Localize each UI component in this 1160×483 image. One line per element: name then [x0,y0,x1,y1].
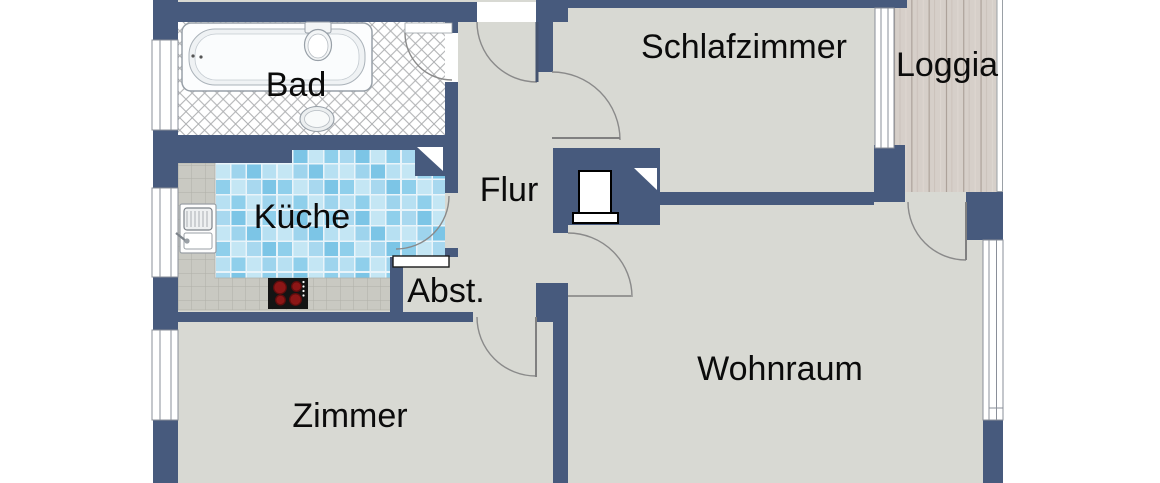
service-symbols [417,147,657,224]
door-loggia [907,201,967,261]
door-schlafzimmer [551,71,621,141]
room-label-bad: Bad [266,66,327,104]
door-leaf [392,255,450,268]
wall-top-schlafzimmer [553,0,878,8]
wall-bad-kueche-thick [153,150,292,163]
loggia-wood-floor [894,8,998,192]
wall-flur-wohnraum-stub [553,225,568,233]
wall-schlafzimmer-wohnraum [660,192,874,205]
room-label-zimmer: Zimmer [292,397,407,435]
tub-drain-icon [199,55,203,59]
wall-top-bad-flur [153,2,477,22]
window-zimmer [151,329,179,421]
door-zimmer [476,316,537,377]
washbasin [299,105,335,133]
fixtures [175,21,373,309]
loggia-railing [996,0,1003,192]
wall-top-loggia-stub [873,0,907,8]
ventilation-shaft-base [572,212,619,224]
shaft-triangle-icon [634,168,657,190]
room-labels: Bad Küche Flur Abst. Zimmer Schlafzimmer… [254,28,998,435]
kitchen-sink [175,203,217,254]
wall-bad-kueche-right [445,82,458,193]
wall-kueche-right-lower [445,248,458,257]
wall-loggia-block-right [966,192,1003,240]
shaft-triangle-icon [417,147,443,171]
kueche-mosaic-floor [215,150,445,278]
window-schlafzimmer-loggia [874,7,895,149]
stove-knobs-icon [302,280,305,297]
window-bad [151,39,179,131]
stove [268,278,308,309]
wall-flur-schlafzimmer [536,22,553,72]
room-label-abst: Abst. [407,272,484,310]
doors [392,2,967,377]
room-label-schlafzimmer: Schlafzimmer [641,28,847,66]
room-label-kueche: Küche [254,198,350,236]
room-label-loggia: Loggia [896,46,998,84]
faucet-base-icon [184,238,190,244]
room-label-wohnraum: Wohnraum [697,350,863,388]
door-entrance [476,2,539,83]
door-bad [404,22,458,82]
windows [151,0,1004,421]
loggia-wood-top [907,0,998,10]
wall-loggia-block-left [874,145,905,202]
wall-zimmer-top [153,312,473,322]
wall-abst-left [390,257,403,322]
wall-zimmer-door-block [536,283,568,322]
door-wohnraum [567,232,633,298]
wall-bad-kueche [153,135,445,150]
door-leaf [404,22,453,34]
window-kueche [151,187,179,278]
door-kueche [392,195,450,268]
window-wohnraum [982,239,1004,421]
wall-zimmer-wohnraum [553,322,568,483]
room-label-flur: Flur [480,171,539,209]
toilet [303,21,333,62]
tub-tap-icon [191,54,195,58]
wall-right-lower [983,420,1003,483]
faucet-icon [175,232,187,242]
ventilation-shaft [578,170,612,214]
